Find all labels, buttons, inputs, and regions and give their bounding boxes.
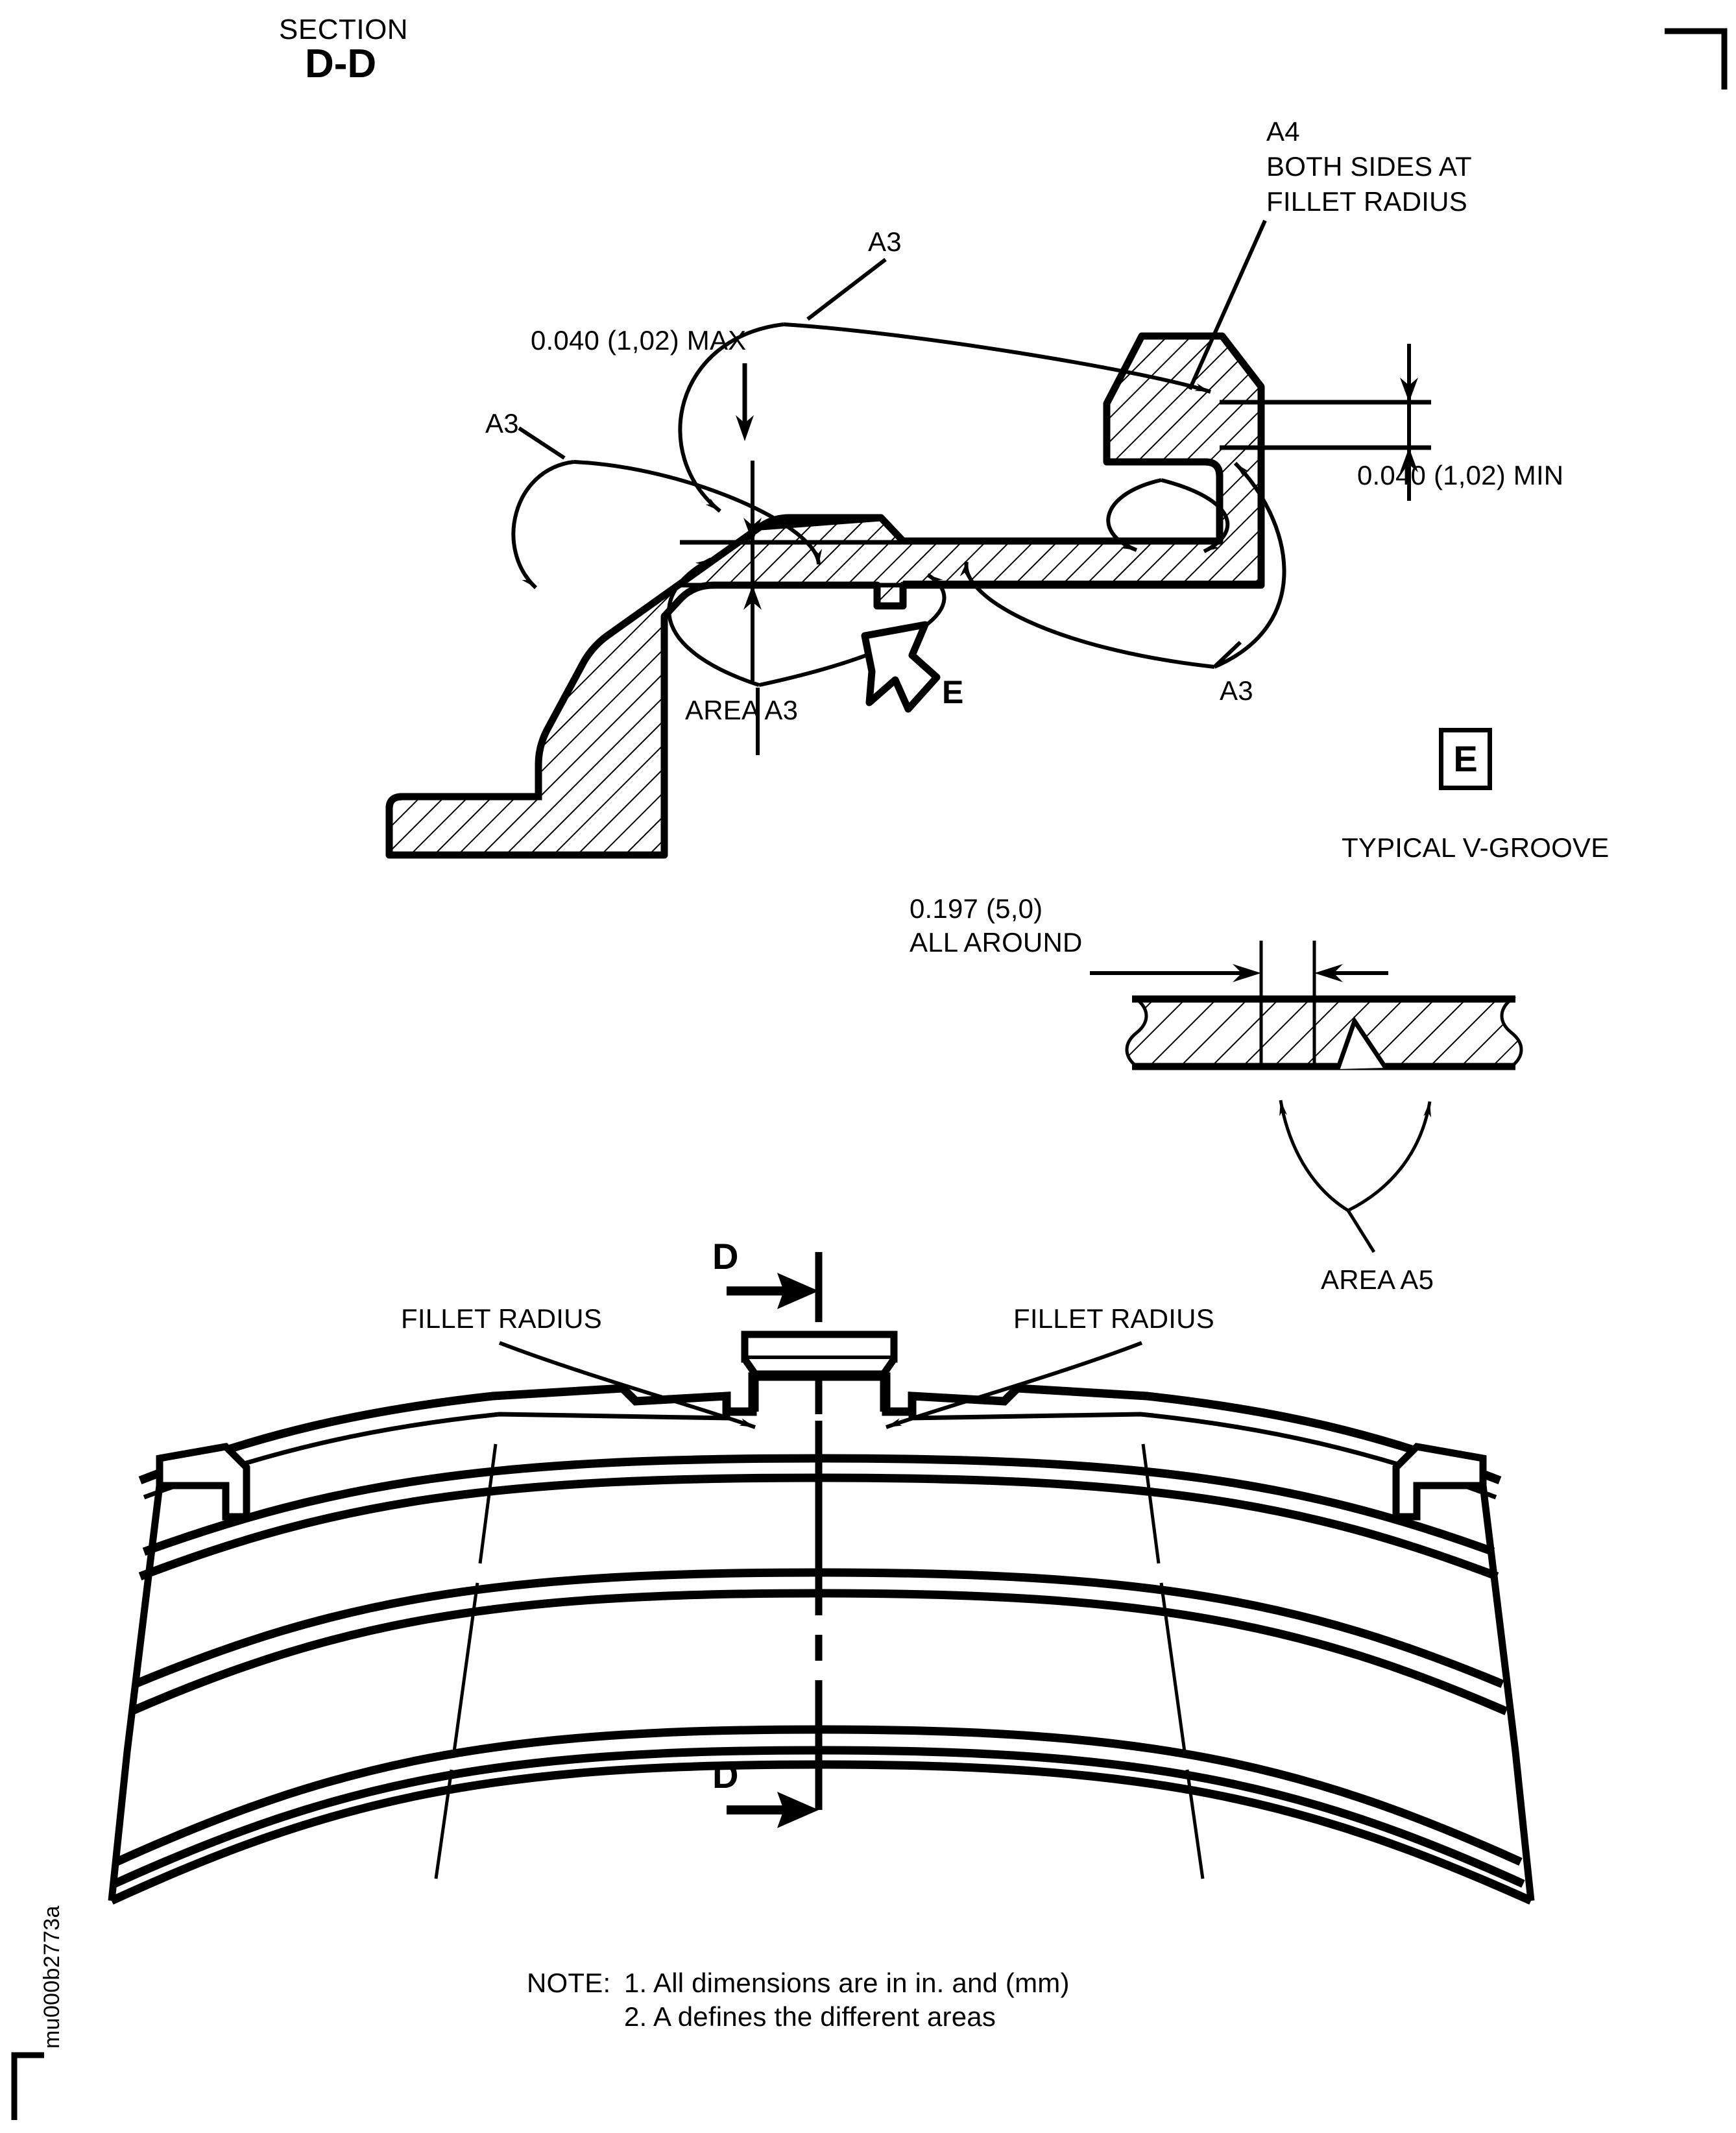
callout-a4-line2: BOTH SIDES AT [1266,151,1472,182]
vgroove-plate [1125,997,1523,1068]
balloon-a4 [1106,478,1162,552]
plan-view [108,1252,1535,1905]
section-title-name: D-D [305,42,377,86]
profile-web-upper-surface [760,514,882,531]
plan-bottom-edge [110,1760,1533,1905]
callout-fillet-radius-left: FILLET RADIUS [401,1303,602,1334]
section-dd-profile-clean [363,324,1304,895]
note-prefix: NOTE: [527,1968,611,1998]
crop-mark-top-right [1665,28,1728,90]
profile-lower-pocket [385,764,542,855]
section-mark-top-letter: D [712,1236,739,1277]
balloon-area-a3-left [667,557,760,687]
leader-a3-left [518,426,566,460]
callout-area-a5: AREA A5 [1321,1264,1434,1295]
vgroove-dim-line1: 0.197 (5,0) [910,893,1043,924]
callout-a3-right: A3 [1220,675,1253,706]
plan-right-end-tab [1392,1443,1487,1521]
profile-hook-inner [1107,458,1224,541]
plan-rib-2b [129,1589,1508,1715]
leader-a3-right-big [1212,640,1242,669]
leader-a3-top [806,258,887,321]
dimension-lines-section-dd [680,344,1431,681]
section-arrow-top [727,1273,819,1309]
arrow-max-up [743,585,762,610]
balloon-a3-left [511,460,574,590]
balloon-a3-right-big [959,561,1215,669]
fillet-radius-leaders [498,1341,1143,1429]
dimension-thickness-max: 0.040 (1,02) MAX [531,325,747,356]
balloon-a5-right [1347,1101,1432,1212]
leader-a4 [1188,219,1267,391]
plan-top-edge [138,1372,1502,1485]
arrow-max-down [743,518,762,542]
view-arrow-e [861,621,941,713]
plan-rib-3b [112,1746,1525,1888]
balloon-a3-right-big2 [1213,461,1286,669]
note-item-2: 2. A defines the different areas [624,2001,996,2032]
section-mark-bottom-letter: D [712,1755,739,1796]
arrow-min-down [1400,378,1418,402]
plan-rib-3a [115,1725,1523,1866]
plan-left-end-tab [156,1443,250,1521]
section-title-label: SECTION [279,14,409,45]
crop-mark-bottom-left [11,2052,44,2120]
vgroove-arrow-left [1233,964,1261,982]
view-arrow-e-label: E [942,674,964,710]
flag-e-box: E [1439,728,1492,790]
dimension-thickness-min: 0.040 (1,02) MIN [1357,460,1564,490]
arrow-min-up [1400,448,1418,472]
callout-a3-left: A3 [485,408,519,439]
balloon-a5-left [1279,1100,1349,1212]
vgroove-dim-line2: ALL AROUND [910,927,1083,958]
balloon-a4-2 [1161,478,1230,553]
leader-a5 [1346,1209,1376,1253]
plan-aux-chain-lines [434,1443,1205,1879]
note-item-1: 1. All dimensions are in in. and (mm) [624,1968,1070,1998]
flag-e-letter: E [1453,738,1478,779]
callout-a3-top: A3 [868,226,902,257]
callout-a4-line1: A4 [1266,116,1300,147]
plan-rib-1a [142,1454,1495,1556]
vgroove-detail [1090,941,1523,1253]
drawing-id-label: mu000b2773a [40,1905,64,2049]
balloon-a3-top-2 [783,322,1211,394]
section-arrow-bottom [727,1792,819,1828]
leader-fillet-right [885,1341,1143,1429]
vgroove-caption: TYPICAL V-GROOVE [1342,832,1609,863]
plan-rib-2a [133,1568,1504,1689]
vgroove-arrow-right [1314,964,1343,982]
profile-section-fill [385,332,1265,859]
callout-fillet-radius-right: FILLET RADIUS [1013,1303,1214,1334]
balloon-a3-left-2 [573,460,823,565]
callout-a4-line3: FILLET RADIUS [1266,186,1467,217]
leader-fillet-left [498,1341,756,1429]
callout-area-a3: AREA A3 [685,695,799,725]
plan-rib-1b [138,1473,1499,1581]
vgroove-v-notch [1335,1016,1388,1070]
leader-max-arrowhead [736,415,754,441]
